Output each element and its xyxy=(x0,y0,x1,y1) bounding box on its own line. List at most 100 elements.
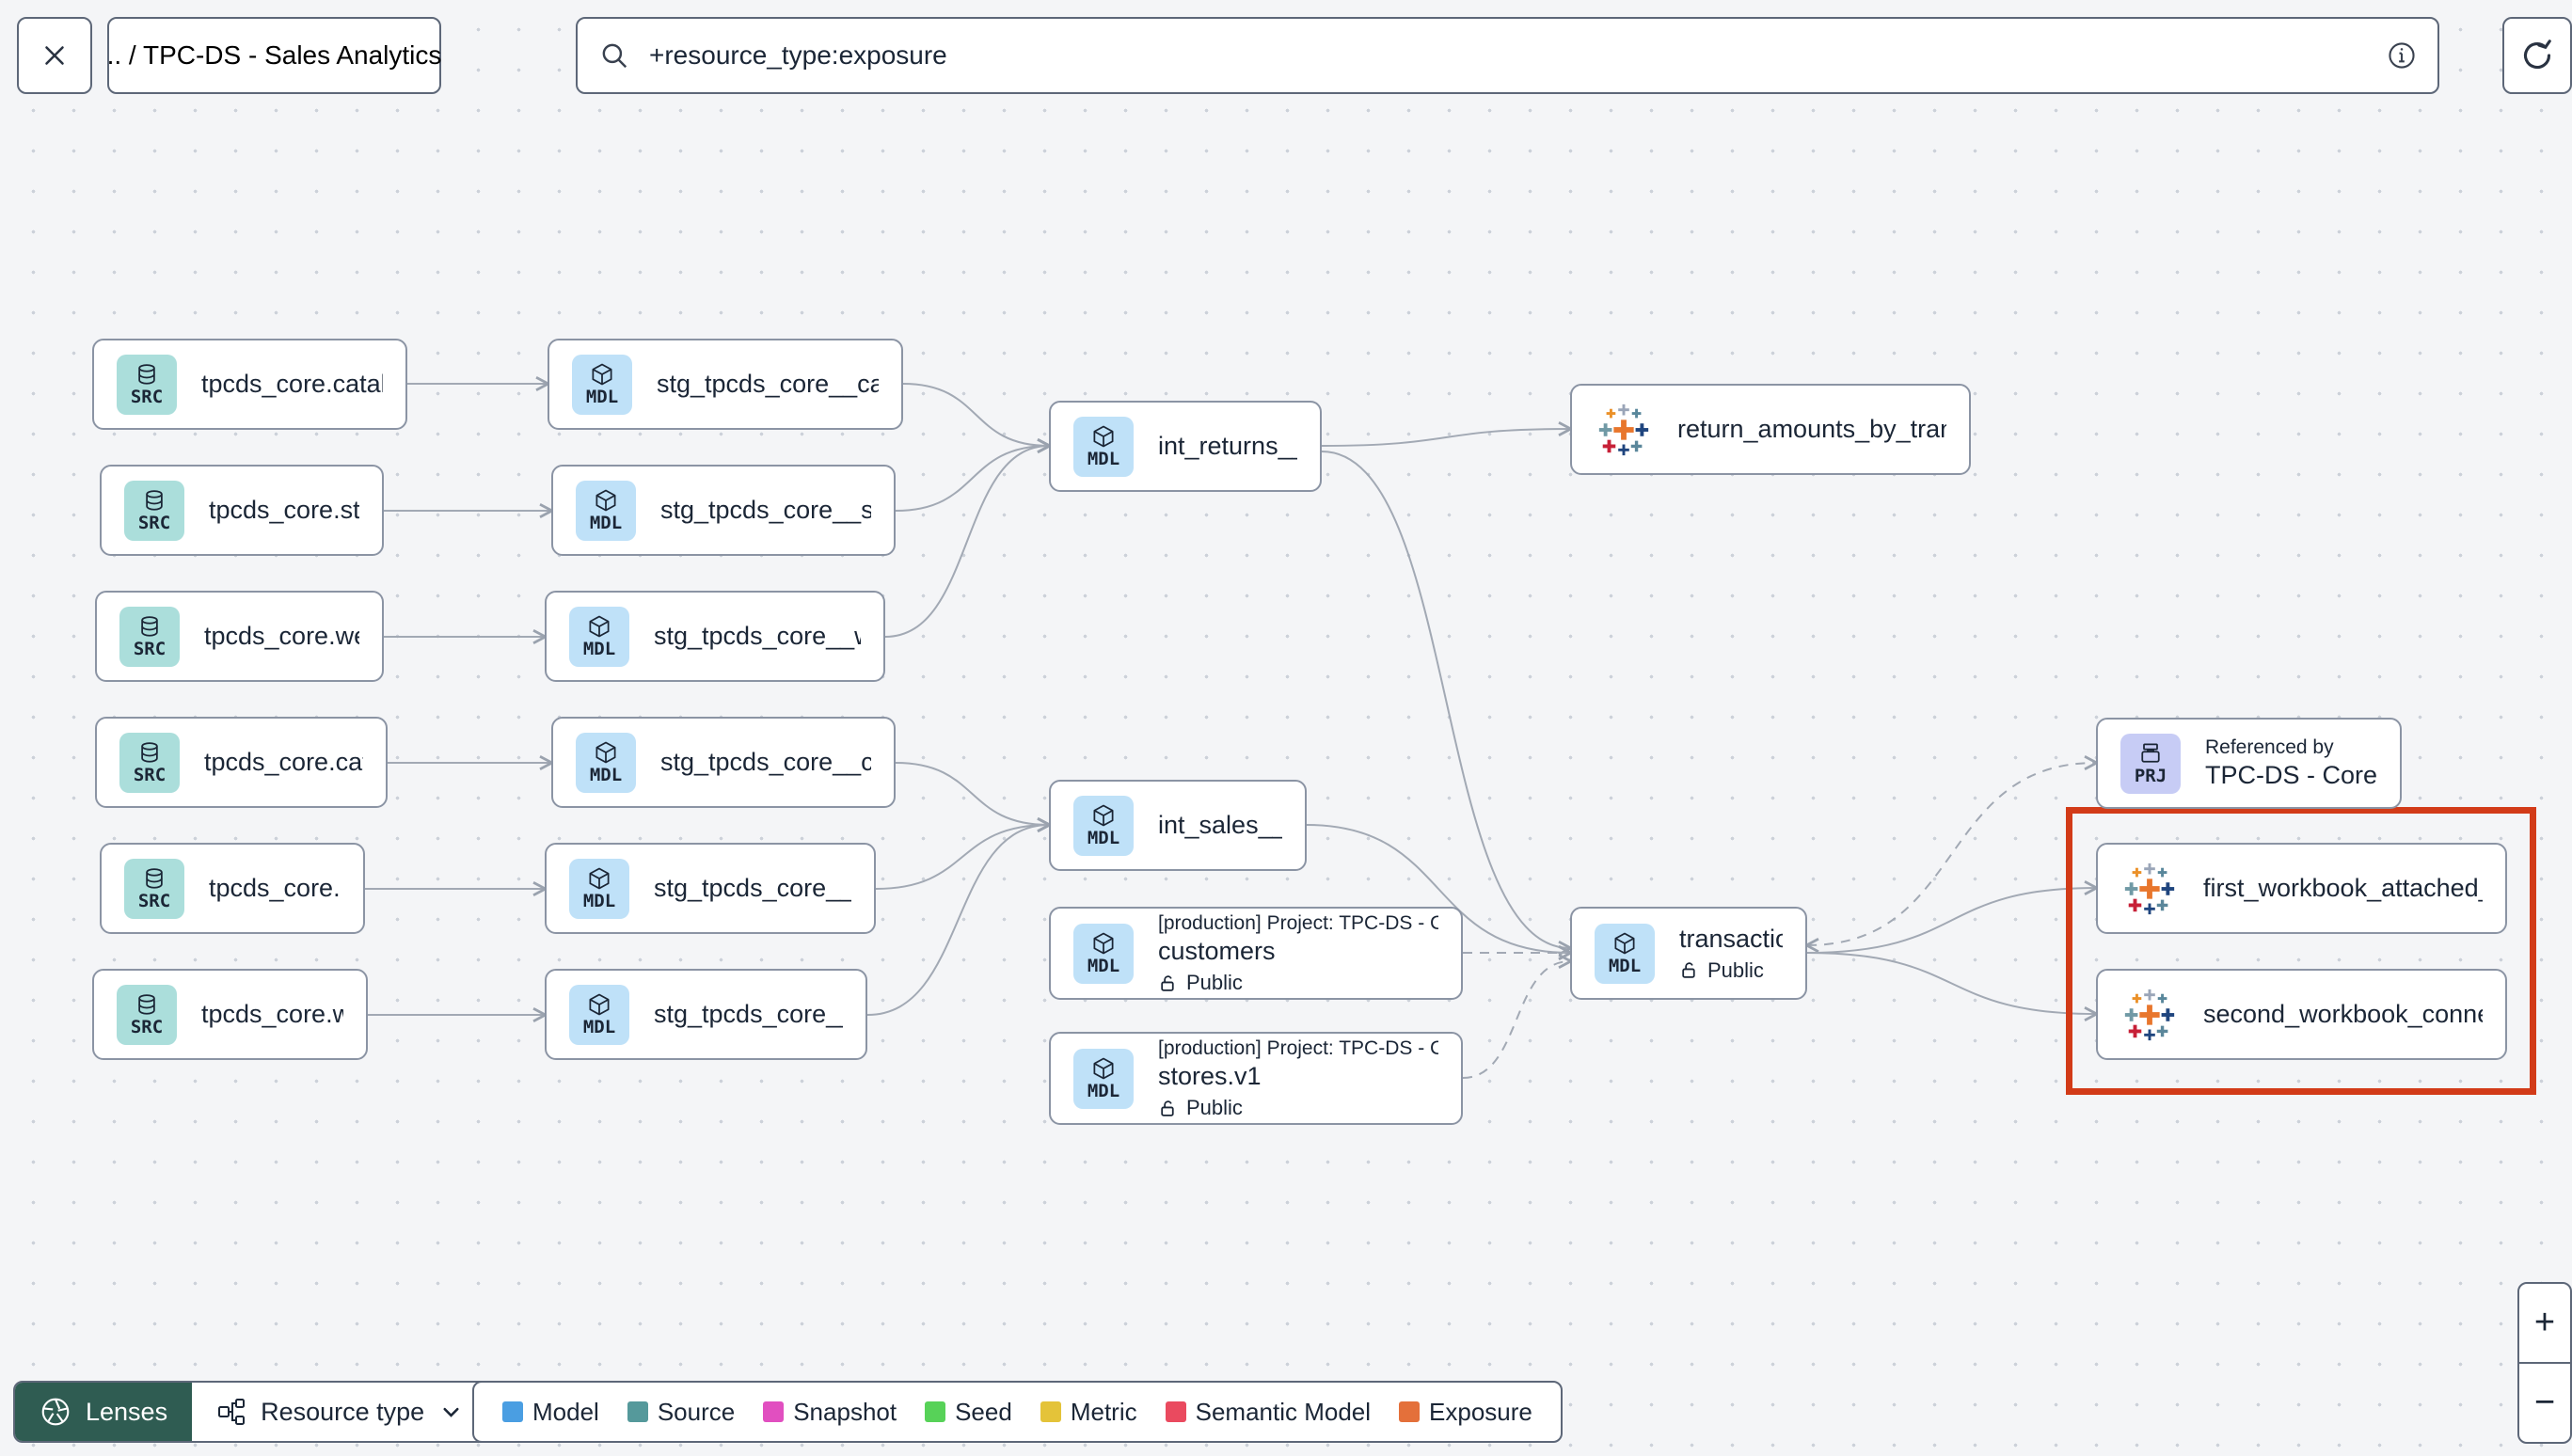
unlocked-icon xyxy=(1158,973,1178,993)
model-icon: MDL xyxy=(1073,1048,1134,1109)
search-icon xyxy=(598,40,630,71)
legend-swatch xyxy=(925,1401,946,1422)
legend-item-source: Source xyxy=(627,1398,735,1427)
node-label: stg_tpcds_core__store_returns xyxy=(660,495,871,524)
node-label: stg_tpcds_core__store_sales xyxy=(654,873,851,902)
node-sublabel: [production] Project: TPC-DS - Core Data… xyxy=(1158,1037,1438,1059)
lineage-node-int-sales-unioned[interactable]: MDL int_sales__unioned xyxy=(1049,780,1307,871)
lineage-edge xyxy=(884,446,1049,638)
tableau-exposure-icon xyxy=(1595,401,1653,459)
breadcrumb-button[interactable]: .. / TPC-DS - Sales Analytics xyxy=(107,17,441,94)
node-label: TPC-DS - Core Data Models xyxy=(2205,760,2377,789)
source-icon: SRC xyxy=(119,606,180,667)
lineage-edge xyxy=(902,383,1049,446)
resource-type-icon xyxy=(216,1397,246,1427)
model-icon: MDL xyxy=(569,984,629,1045)
source-icon: SRC xyxy=(117,354,177,415)
lineage-node-transactions[interactable]: MDLtransactionsPublic xyxy=(1570,907,1807,1000)
node-sublabel: Referenced by xyxy=(2205,736,2334,758)
search-input[interactable] xyxy=(647,40,2370,71)
lineage-edge xyxy=(875,825,1049,890)
lineage-edge xyxy=(1321,429,1570,447)
model-icon: MDL xyxy=(1073,795,1134,856)
refresh-icon xyxy=(2518,37,2556,74)
legend-item-model: Model xyxy=(502,1398,599,1427)
lineage-node-src-web-returns[interactable]: SRC tpcds_core.web_returns xyxy=(95,591,384,682)
legend-item-semantic-model: Semantic Model xyxy=(1165,1398,1371,1427)
node-label: return_amounts_by_transaction_type xyxy=(1677,414,1946,443)
source-icon: SRC xyxy=(119,732,180,793)
lineage-node-stg-web-sales[interactable]: MDL stg_tpcds_core__web_sales xyxy=(545,969,867,1060)
lineage-edge xyxy=(866,825,1049,1016)
lineage-edge xyxy=(895,762,1049,825)
lineage-node-stores-v1[interactable]: MDL [production] Project: TPC-DS - Core D… xyxy=(1049,1032,1463,1125)
close-button[interactable] xyxy=(17,17,92,94)
model-icon: MDL xyxy=(569,606,629,667)
legend-item-snapshot: Snapshot xyxy=(763,1398,897,1427)
tableau-exposure-icon xyxy=(2120,860,2179,918)
node-label: customers xyxy=(1158,937,1276,966)
lineage-node-second-workbook[interactable]: second_workbook_connected_to_live… xyxy=(2096,969,2507,1060)
lineage-node-src-store-returns[interactable]: SRC tpcds_core.store_returns xyxy=(100,465,384,556)
access-badge: Public xyxy=(1158,1096,1438,1120)
tableau-exposure-icon xyxy=(2120,986,2179,1044)
node-label: transactions xyxy=(1679,925,1783,954)
lineage-node-customers[interactable]: MDL[production] Project: TPC-DS - Core D… xyxy=(1049,907,1463,1000)
node-label: stg_tpcds_core__web_returns xyxy=(654,621,861,650)
chevron-down-icon xyxy=(438,1400,464,1425)
info-icon[interactable] xyxy=(2387,40,2417,71)
lineage-node-first-workbook[interactable]: first_workbook_attached_to_tpc-ds_-_… xyxy=(2096,843,2507,934)
lineage-edge xyxy=(1462,961,1570,1079)
node-label: tpcds_core.catalog_returns xyxy=(201,369,383,398)
lineage-node-stg-store-sales[interactable]: MDL stg_tpcds_core__store_sales xyxy=(545,843,876,934)
lenses-icon xyxy=(40,1396,71,1428)
node-label: int_returns__unioned xyxy=(1158,431,1297,460)
view-controls: Lenses Resource type xyxy=(13,1381,491,1443)
source-icon: SRC xyxy=(117,984,177,1045)
model-icon: MDL xyxy=(569,858,629,919)
refresh-button[interactable] xyxy=(2502,17,2572,94)
node-label: int_sales__unioned xyxy=(1158,810,1282,839)
breadcrumb: .. / TPC-DS - Sales Analytics xyxy=(106,40,442,70)
source-icon: SRC xyxy=(124,480,184,541)
node-label: stg_tpcds_core__catalog_returns xyxy=(657,369,879,398)
legend-swatch xyxy=(627,1401,648,1422)
lineage-edge xyxy=(1806,952,2096,1014)
lineage-node-src-catalog-returns[interactable]: SRC tpcds_core.catalog_returns xyxy=(92,339,407,430)
lineage-node-stg-web-returns[interactable]: MDL stg_tpcds_core__web_returns xyxy=(545,591,885,682)
lenses-button[interactable]: Lenses xyxy=(15,1383,193,1441)
legend-item-exposure: Exposure xyxy=(1399,1398,1532,1427)
node-label: stg_tpcds_core__web_sales xyxy=(654,999,843,1028)
node-label: second_workbook_connected_to_live… xyxy=(2203,999,2483,1028)
resource-type-dropdown[interactable]: Resource type xyxy=(192,1383,489,1441)
node-label: tpcds_core.store_returns xyxy=(209,495,359,524)
search-bar[interactable] xyxy=(576,17,2439,94)
lineage-edge xyxy=(1807,763,2096,945)
access-badge: Public xyxy=(1679,958,1783,983)
node-label: tpcds_core.web_returns xyxy=(204,621,359,650)
lenses-label: Lenses xyxy=(86,1397,168,1426)
node-label: first_workbook_attached_to_tpc-ds_-_… xyxy=(2203,873,2483,902)
access-badge: Public xyxy=(1158,971,1438,995)
legend-swatch xyxy=(1165,1401,1186,1422)
model-icon: MDL xyxy=(1073,923,1134,984)
lineage-edge xyxy=(1306,824,1570,953)
zoom-out-button[interactable]: − xyxy=(2519,1362,2570,1442)
legend-swatch xyxy=(1040,1401,1061,1422)
lineage-edge xyxy=(1321,451,1570,948)
zoom-in-button[interactable]: + xyxy=(2533,1303,2556,1342)
lineage-edge xyxy=(1806,888,2096,954)
lineage-node-return-amounts-by-transaction-type[interactable]: return_amounts_by_transaction_type xyxy=(1570,384,1971,475)
legend-item-metric: Metric xyxy=(1040,1398,1137,1427)
